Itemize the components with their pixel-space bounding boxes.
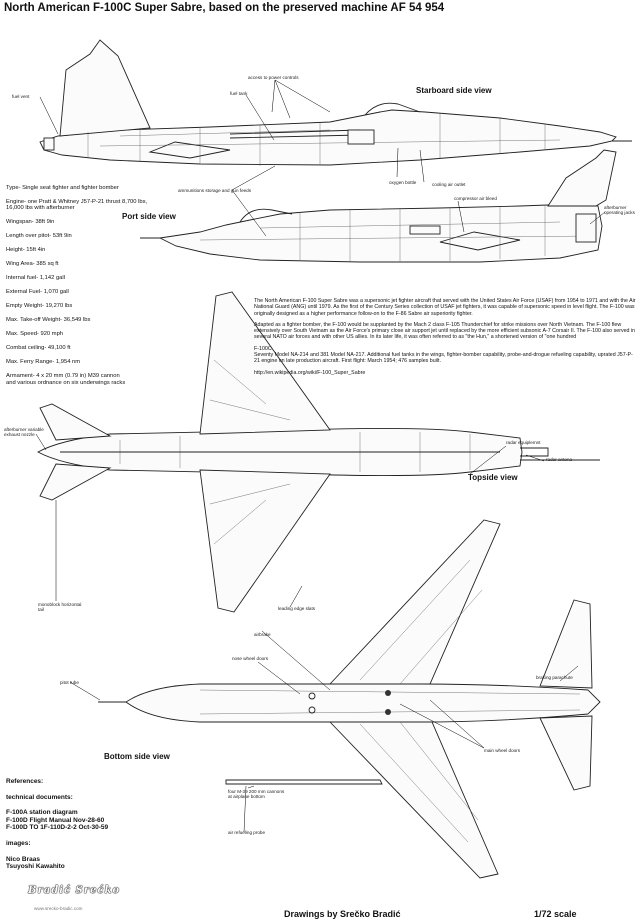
callout-compressor-air-bleed: compressor air bleed: [454, 196, 497, 201]
spec-armament: Armament- 4 x 20 mm (0.79 in) M39 cannon…: [6, 373, 126, 386]
topside-view-drawing: [37, 291, 600, 613]
callout-braking-parachute: braking parachute: [536, 675, 573, 680]
callout-access-power-controls: access to power controls: [248, 75, 299, 80]
spec-internal-fuel: Internal fuel- 1,142 gall: [6, 275, 65, 282]
description-paragraph-1: The North American F-100 Super Sabre was…: [254, 298, 636, 317]
description-paragraph-2: Adapted as a fighter bomber, the F-100 w…: [254, 321, 636, 341]
reference-doc: F-100A station diagram: [6, 809, 78, 817]
spec-wingspan: Wingspan- 38ft 9in: [6, 219, 55, 226]
bottom-side-view-drawing: [98, 519, 601, 879]
author-url[interactable]: www.srecko-bradic.com: [34, 906, 83, 911]
callout-oxygen-bottle: oxygen bottle: [389, 180, 417, 185]
callout-refueling-probe: air refueling probe: [228, 830, 266, 835]
callout-ammo-storage: ammunitions storage and gun feeds: [178, 188, 252, 193]
spec-max-takeoff: Max. Take-off Weight- 36,549 lbs: [6, 317, 91, 324]
author-logo: Bradić Srećko: [28, 885, 121, 896]
references-heading: References:: [6, 778, 44, 785]
references-block: References: technical documents: F-100A …: [6, 778, 186, 871]
technical-docs-heading: technical documents:: [6, 793, 73, 801]
image-credit: Tsuyoshi Kawahito: [6, 863, 65, 871]
callout-afterburner-nozzle: afterburner variable exhaust nozzle: [4, 427, 44, 438]
reference-doc: F-100D Flight Manual Nov-28-60: [6, 816, 105, 824]
callout-nose-wheel-doors: nose wheel doors: [232, 656, 269, 661]
spec-wing-area: Wing Area- 385 sq ft: [6, 261, 59, 268]
spec-max-speed: Max. Speed- 920 mph: [6, 331, 64, 338]
scale-label: 1/72 scale: [534, 909, 577, 919]
description-paragraph-3: Seventy Model NA-214 and 381 Model NA-21…: [254, 352, 633, 365]
spec-engine: Engine- one Pratt & Whitney J57-P-21 thr…: [6, 199, 148, 212]
bottom-view-label: Bottom side view: [104, 752, 170, 761]
callout-radar-equipment: radar equiplemnt: [506, 440, 541, 445]
callout-m39-cannons: four M-39 200 mm cannons at airplane bot…: [228, 789, 285, 800]
callout-fuel-tank: fuel tank: [230, 91, 248, 96]
reference-doc: F-100D TO 1F-110D-2-2 Oct-30-59: [6, 824, 109, 832]
callout-fuel-vent: fuel vent: [12, 94, 30, 99]
spec-length: Length over pitot- 53ft 9in: [6, 233, 72, 240]
callout-pitot-tube: pitot tube: [60, 680, 79, 685]
specifications-list: Type- Single seat fighter and fighter bo…: [6, 185, 156, 394]
images-heading: images:: [6, 839, 31, 847]
callout-afterburner-jacks: afterburner operating jacks: [604, 205, 635, 216]
spec-height: Height- 15ft 4in: [6, 247, 46, 254]
port-view-label: Port side view: [122, 212, 176, 221]
spec-ceiling: Combat ceiling- 49,100 ft: [6, 345, 71, 352]
callout-cooling-air-outlet: cooling air outlet: [432, 182, 466, 187]
callout-radar-antena: radar antena: [546, 457, 573, 462]
description-text: The North American F-100 Super Sabre was…: [254, 298, 636, 381]
callout-monoblock-tail: monoblock horizontal tail: [38, 602, 82, 613]
starboard-side-view-drawing: [39, 39, 632, 166]
callout-leader-lines: [35, 79, 606, 833]
spec-type: Type- Single seat fighter and fighter bo…: [6, 185, 119, 191]
spec-external-fuel: External Fuel- 1,070 gall: [6, 289, 69, 296]
image-credit: Nico Braas: [6, 855, 40, 863]
spec-empty-weight: Empty Weight- 19,270 lbs: [6, 303, 73, 310]
callout-airbrake: airbrake: [254, 632, 271, 637]
spec-range: Max. Ferry Range- 1,954 nm: [6, 359, 81, 366]
wikipedia-link[interactable]: http://en.wikipedia.org/wiki/F-100_Super…: [254, 369, 366, 376]
starboard-view-label: Starboard side view: [416, 86, 492, 95]
variant-heading: F-100C: [254, 345, 272, 352]
callout-leading-edge-slats: leading edge slats: [278, 606, 316, 611]
drawing-credit: Drawings by Srečko Bradić: [284, 909, 401, 919]
topside-view-label: Topside view: [468, 473, 518, 482]
callout-main-wheel-doors: main wheel doors: [484, 748, 521, 753]
page-title: North American F-100C Super Sabre, based…: [4, 2, 445, 14]
port-side-view-drawing: [140, 149, 617, 263]
